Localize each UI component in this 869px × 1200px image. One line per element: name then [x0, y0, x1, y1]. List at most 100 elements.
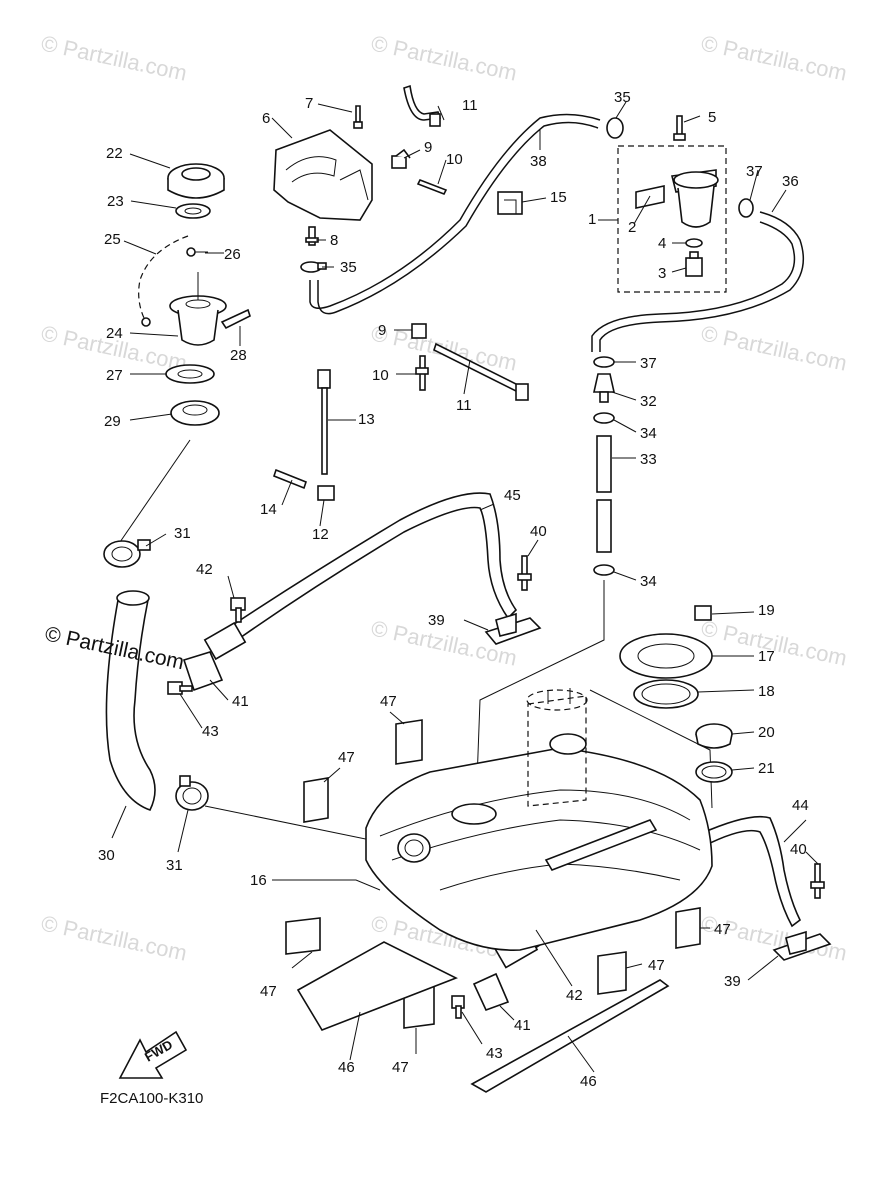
tie-band-13	[317, 369, 331, 475]
callout-34-upper: 34	[640, 425, 657, 442]
callout-41-upper: 41	[232, 693, 249, 710]
holder-39-upper	[484, 612, 542, 645]
bolt-42-upper	[230, 597, 246, 623]
bolt-43-upper	[167, 681, 193, 695]
callout-5: 5	[708, 109, 716, 126]
callout-45: 45	[504, 487, 521, 504]
clamp-37-upper	[738, 198, 754, 218]
bracket-41-lower	[472, 972, 510, 1012]
callout-40-lower: 40	[790, 841, 807, 858]
callout-22: 22	[106, 145, 123, 162]
callout-17: 17	[758, 648, 775, 665]
callout-31-lower: 31	[166, 857, 183, 874]
watermark: © Partzilla.com	[699, 30, 849, 85]
callout-47-a: 47	[380, 693, 397, 710]
clamp-21	[695, 761, 733, 783]
callout-47-c: 47	[260, 983, 277, 1000]
callout-13: 13	[358, 411, 375, 428]
pad-47-e	[597, 951, 627, 995]
callout-4: 4	[658, 235, 666, 252]
plate-46-left	[296, 941, 458, 1031]
callout-11-top: 11	[462, 97, 478, 114]
fuel-hose-36	[591, 211, 805, 352]
callout-9-middle: 9	[378, 322, 386, 339]
callout-7: 7	[305, 95, 313, 112]
callout-labels: 22 23 25 26 24 28 27 29 6 7 8 35 11 9 10…	[98, 89, 809, 1090]
tie-band-11-top	[403, 84, 442, 127]
callout-33: 33	[640, 451, 657, 468]
callout-39-lower: 39	[724, 973, 741, 990]
callout-14: 14	[260, 501, 277, 518]
watermark: © Partzilla.com	[699, 910, 849, 965]
callout-18: 18	[758, 683, 775, 700]
callout-16: 16	[250, 872, 267, 889]
bolt-5	[673, 115, 686, 141]
clamp-31-upper	[103, 539, 151, 568]
callout-38: 38	[530, 153, 547, 170]
callout-28: 28	[230, 347, 247, 364]
callout-35-right: 35	[614, 89, 631, 106]
callout-2: 2	[628, 219, 636, 236]
callout-10-middle: 10	[372, 367, 389, 384]
callout-23: 23	[107, 193, 124, 210]
callout-47-b: 47	[338, 749, 355, 766]
bolt-40-upper	[517, 555, 532, 591]
callout-20: 20	[758, 724, 775, 741]
callout-47-d: 47	[714, 921, 731, 938]
callout-19: 19	[758, 602, 775, 619]
callout-41-lower: 41	[514, 1017, 531, 1034]
strap-chain-25	[138, 235, 189, 327]
callout-24: 24	[106, 325, 123, 342]
cover-6	[273, 129, 373, 221]
pad-47-b	[303, 777, 329, 823]
fuel-filter-2	[671, 169, 719, 228]
holder-9-top	[391, 148, 411, 169]
rivet-7	[353, 105, 363, 129]
callout-43-lower: 43	[486, 1045, 503, 1062]
callout-27: 27	[106, 367, 123, 384]
bolt-43-lower	[451, 995, 465, 1019]
callout-29: 29	[104, 413, 121, 430]
callout-43-upper: 43	[202, 723, 219, 740]
cap-20	[695, 723, 733, 749]
pin-10-middle	[415, 355, 429, 391]
callout-47-e: 47	[648, 957, 665, 974]
pad-47-a	[395, 719, 423, 765]
element-3	[685, 251, 703, 277]
callout-25: 25	[104, 231, 121, 248]
callout-12: 12	[312, 526, 329, 543]
rivet-8	[305, 226, 319, 246]
callout-37-lower: 37	[640, 355, 657, 372]
leader-lines	[111, 101, 819, 1073]
gasket-23	[175, 203, 211, 219]
plate-46-right	[470, 979, 670, 1093]
filler-neck-24	[169, 272, 227, 346]
callout-42-upper: 42	[196, 561, 213, 578]
vent-fitting-28	[220, 308, 251, 330]
callout-36: 36	[782, 173, 799, 190]
callout-3: 3	[658, 265, 666, 282]
callout-11-middle: 11	[456, 397, 472, 414]
callout-1: 1	[588, 211, 596, 228]
callout-44: 44	[792, 797, 809, 814]
callout-31-upper: 31	[174, 525, 191, 542]
callout-46-left: 46	[338, 1059, 355, 1076]
watermark: © Partzilla.com	[699, 320, 849, 375]
callout-6: 6	[262, 110, 270, 127]
hose-33	[596, 435, 612, 553]
callout-40-upper: 40	[530, 523, 547, 540]
holder-9-middle	[411, 323, 427, 339]
clamp-34-lower	[593, 564, 615, 576]
clamp-31-lower	[175, 775, 209, 811]
callout-47-f: 47	[392, 1059, 409, 1076]
holder-12	[317, 485, 335, 501]
watermark: © Partzilla.com	[39, 30, 189, 85]
fuel-filter-assembly-box-1	[617, 145, 727, 293]
callout-8: 8	[330, 232, 338, 249]
fuel-pump-unit	[526, 688, 588, 807]
fwd-arrow-icon: FWD	[118, 1030, 188, 1079]
callout-26: 26	[224, 246, 241, 263]
band-45	[203, 492, 518, 661]
pin-14	[273, 468, 307, 490]
